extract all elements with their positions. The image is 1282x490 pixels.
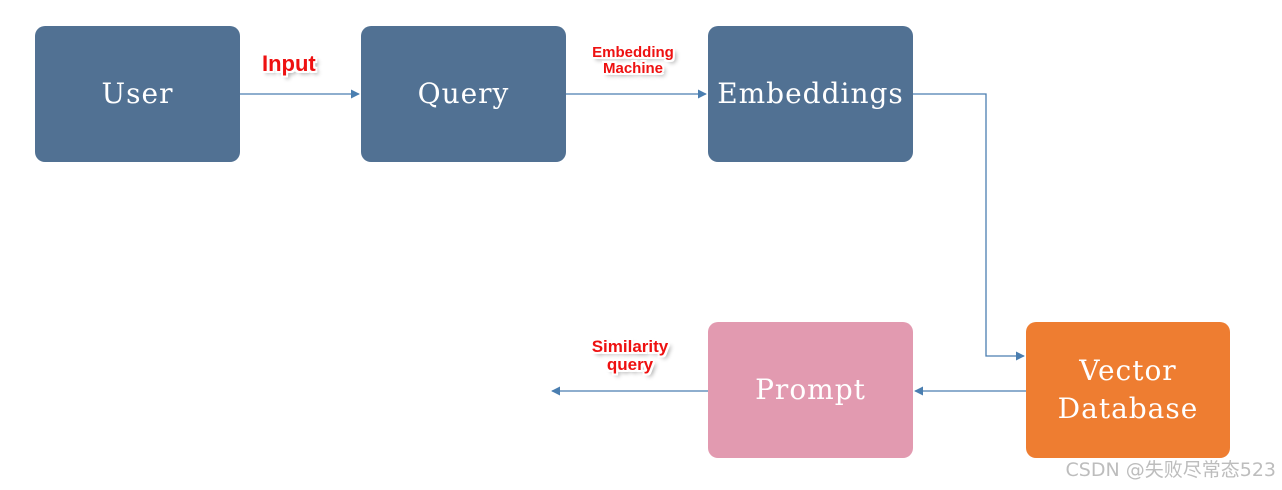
node-user: User bbox=[35, 26, 240, 162]
edge-label-embedding-machine: Embedding Machine bbox=[592, 44, 674, 77]
edge-label-input: Input bbox=[262, 51, 316, 76]
arrow-embeddings-to-vector-database bbox=[913, 93, 1025, 361]
watermark: CSDN @失败尽常态523 bbox=[1065, 459, 1276, 481]
node-query: Query bbox=[361, 26, 566, 162]
node-embeddings: Embeddings bbox=[708, 26, 913, 162]
node-vector-database: Vector Database bbox=[1026, 322, 1230, 458]
node-prompt: Prompt bbox=[708, 322, 913, 458]
edge-label-similarity-query: Similarity query bbox=[591, 337, 669, 374]
